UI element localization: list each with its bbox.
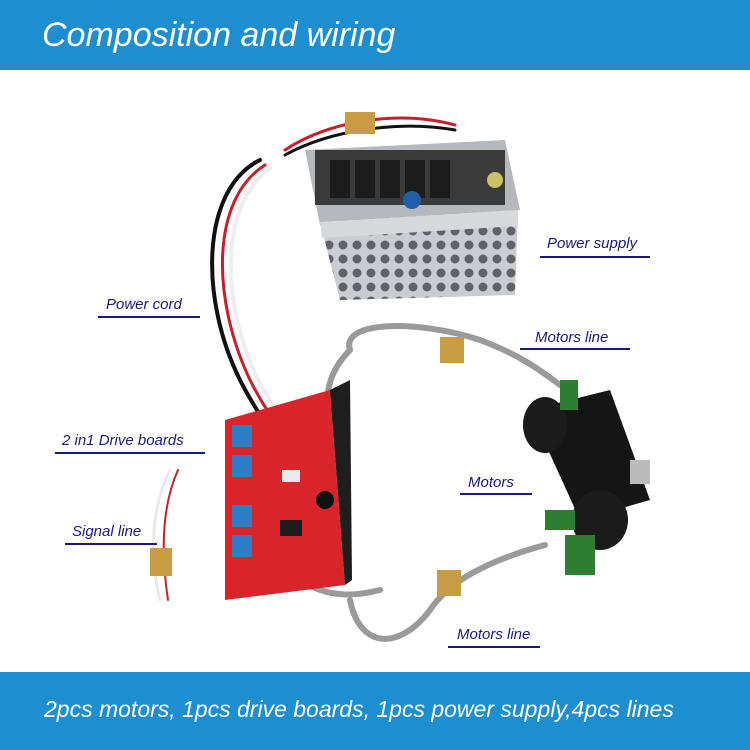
motors-line-bottom-label: Motors line	[457, 626, 531, 643]
power-cord-pointer	[98, 316, 200, 318]
power-supply-label: Power supply	[547, 235, 638, 252]
wires	[150, 112, 563, 642]
drive-boards-label: 2 in1 Drive boards	[62, 432, 184, 449]
signal-line-label: Signal line	[72, 523, 142, 540]
header-banner: Composition and wiring	[0, 0, 750, 70]
motors-label: Motors	[468, 474, 514, 491]
power-supply-unit	[305, 140, 520, 300]
footer-banner: 2pcs motors, 1pcs drive boards, 1pcs pow…	[0, 672, 750, 750]
power-cord-label: Power cord	[106, 296, 182, 313]
power-supply-pointer	[540, 256, 650, 258]
motors-pointer	[460, 493, 532, 495]
motors-assembly	[523, 380, 650, 575]
signal-line-pointer	[65, 543, 157, 545]
page-title: Composition and wiring	[42, 16, 396, 54]
motors-line-top-label: Motors line	[535, 329, 609, 346]
product-photo	[150, 112, 650, 642]
footer-caption: 2pcs motors, 1pcs drive boards, 1pcs pow…	[44, 696, 674, 722]
motors-line-bottom-pointer	[448, 646, 540, 648]
motors-line-top-pointer	[520, 348, 630, 350]
drive-board	[225, 380, 352, 600]
drive-boards-pointer	[55, 452, 205, 454]
